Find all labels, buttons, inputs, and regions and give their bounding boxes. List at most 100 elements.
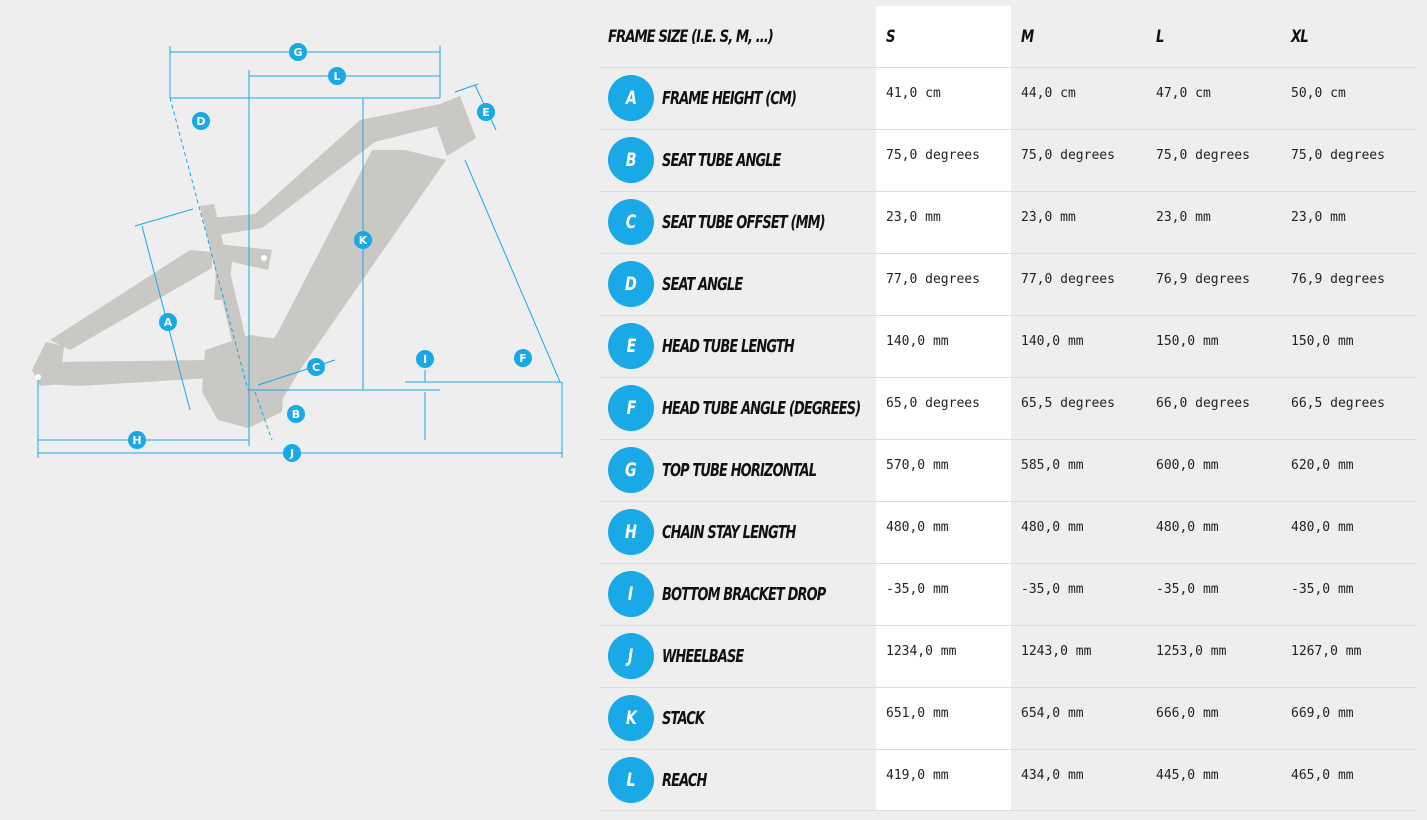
value-cell: 140,0 mm xyxy=(876,315,1011,377)
measurement-letter-badge: I xyxy=(608,571,654,617)
value-cell: 66,0 degrees xyxy=(1146,377,1281,439)
row-label-cell: C SEAT TUBE OFFSET (MM) xyxy=(600,191,876,253)
measurement-name: TOP TUBE HORIZONTAL xyxy=(662,459,817,481)
svg-text:L: L xyxy=(333,70,340,83)
measurement-value: 75,0 degrees xyxy=(886,148,980,163)
value-cell: 23,0 mm xyxy=(876,191,1011,253)
diagram-label-f: F xyxy=(514,349,532,367)
measurement-value: 66,0 degrees xyxy=(1156,396,1250,411)
row-label-cell: J WHEELBASE xyxy=(600,625,876,687)
diagram-label-g: G xyxy=(289,43,307,61)
svg-text:C: C xyxy=(312,361,320,374)
value-cell: 75,0 degrees xyxy=(1281,129,1416,191)
table-row: L REACH 419,0 mm 434,0 mm 445,0 mm 465,0 mm xyxy=(600,749,1416,811)
value-cell: 1267,0 mm xyxy=(1281,625,1416,687)
measurement-value: 150,0 mm xyxy=(1156,334,1219,349)
measurement-letter: F xyxy=(626,397,636,419)
measurement-letter: E xyxy=(626,335,636,357)
svg-text:A: A xyxy=(164,316,173,329)
measurement-name: STACK xyxy=(662,707,705,729)
value-cell: 50,0 cm xyxy=(1281,67,1416,129)
value-cell: 434,0 mm xyxy=(1011,749,1146,811)
size-header-xl: XL xyxy=(1291,26,1309,47)
frame-geometry-diagram: A B C D E F G H I J K L xyxy=(32,43,563,462)
value-cell: 419,0 mm xyxy=(876,749,1011,811)
value-cell: 654,0 mm xyxy=(1011,687,1146,749)
value-cell: 44,0 cm xyxy=(1011,67,1146,129)
table-row: E HEAD TUBE LENGTH 140,0 mm 140,0 mm 150,0 m… xyxy=(600,315,1416,377)
measurement-name: SEAT TUBE ANGLE xyxy=(662,149,781,171)
measurement-value: 585,0 mm xyxy=(1021,458,1084,473)
value-cell: 41,0 cm xyxy=(876,67,1011,129)
measurement-value: 23,0 mm xyxy=(886,210,941,225)
value-cell: 570,0 mm xyxy=(876,439,1011,501)
row-label-cell: A FRAME HEIGHT (CM) xyxy=(600,67,876,129)
measurement-value: 1234,0 mm xyxy=(886,644,957,659)
measurement-value: 140,0 mm xyxy=(1021,334,1084,349)
measurement-value: 76,9 degrees xyxy=(1156,272,1250,287)
value-cell: 75,0 degrees xyxy=(1011,129,1146,191)
value-cell: 47,0 cm xyxy=(1146,67,1281,129)
measurement-name: CHAIN STAY LENGTH xyxy=(662,521,796,543)
measurement-name: SEAT ANGLE xyxy=(662,273,743,295)
measurement-value: 620,0 mm xyxy=(1291,458,1354,473)
measurement-value: 480,0 mm xyxy=(1021,520,1084,535)
measurement-name: WHEELBASE xyxy=(662,645,744,667)
svg-text:H: H xyxy=(132,434,141,447)
measurement-name: FRAME HEIGHT (CM) xyxy=(662,87,797,109)
measurement-letter-badge: L xyxy=(608,757,654,803)
svg-text:B: B xyxy=(292,408,300,421)
value-cell: 77,0 degrees xyxy=(876,253,1011,315)
measurement-letter: G xyxy=(625,459,637,481)
size-header-m: M xyxy=(1021,26,1034,47)
row-label-cell: F HEAD TUBE ANGLE (DEGREES) xyxy=(600,377,876,439)
measurement-value: 465,0 mm xyxy=(1291,768,1354,783)
value-cell: 1253,0 mm xyxy=(1146,625,1281,687)
value-cell: 23,0 mm xyxy=(1146,191,1281,253)
value-cell: 585,0 mm xyxy=(1011,439,1146,501)
frame-size-header: FRAME SIZE (I.E. S, M, ...) xyxy=(600,6,876,67)
measurement-name: HEAD TUBE ANGLE (DEGREES) xyxy=(662,397,861,419)
measurement-value: 65,5 degrees xyxy=(1021,396,1115,411)
diagram-label-h: H xyxy=(128,431,146,449)
measurement-value: 65,0 degrees xyxy=(886,396,980,411)
diagram-label-a: A xyxy=(159,313,177,331)
value-cell: 23,0 mm xyxy=(1281,191,1416,253)
measurement-letter: B xyxy=(625,149,637,171)
value-cell: 465,0 mm xyxy=(1281,749,1416,811)
measurement-value: 44,0 cm xyxy=(1021,86,1076,101)
value-cell: 23,0 mm xyxy=(1011,191,1146,253)
table-header-row: FRAME SIZE (I.E. S, M, ...) S M L XL xyxy=(600,6,1416,67)
measurement-value: 77,0 degrees xyxy=(886,272,980,287)
measurement-value: 445,0 mm xyxy=(1156,768,1219,783)
measurement-name: REACH xyxy=(662,769,707,791)
value-cell: 480,0 mm xyxy=(1146,501,1281,563)
measurement-letter: J xyxy=(628,645,634,667)
diagram-label-d: D xyxy=(192,112,210,130)
measurement-letter: C xyxy=(625,211,637,233)
diagram-label-i: I xyxy=(416,350,434,368)
measurement-name: SEAT TUBE OFFSET (MM) xyxy=(662,211,826,233)
measurement-name: HEAD TUBE LENGTH xyxy=(662,335,795,357)
measurement-letter-badge: G xyxy=(608,447,654,493)
value-cell: 65,5 degrees xyxy=(1011,377,1146,439)
measurement-value: 434,0 mm xyxy=(1021,768,1084,783)
diagram-label-e: E xyxy=(477,103,495,121)
value-cell: 150,0 mm xyxy=(1281,315,1416,377)
measurement-letter: A xyxy=(625,87,637,109)
value-cell: 1234,0 mm xyxy=(876,625,1011,687)
svg-text:J: J xyxy=(289,447,294,460)
measurement-letter-badge: F xyxy=(608,385,654,431)
measurement-value: 75,0 degrees xyxy=(1291,148,1385,163)
svg-text:F: F xyxy=(519,352,527,365)
measurement-value: 651,0 mm xyxy=(886,706,949,721)
value-cell: 651,0 mm xyxy=(876,687,1011,749)
value-cell: 445,0 mm xyxy=(1146,749,1281,811)
